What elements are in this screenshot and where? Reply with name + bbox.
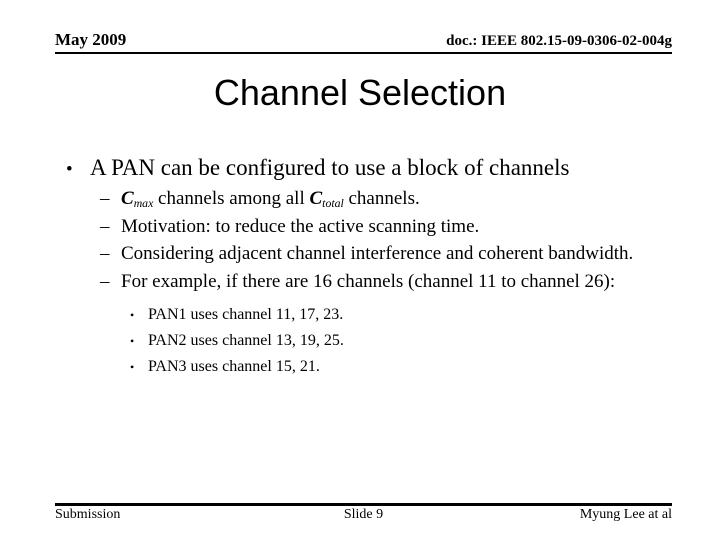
dash-marker: –: [100, 188, 110, 209]
example-item: • PAN1 uses channel 11, 17, 23.: [130, 306, 343, 324]
bullet-text: A PAN can be configured to use a block o…: [90, 155, 570, 180]
page-title: Channel Selection: [213, 72, 507, 113]
header-date: May 2009: [55, 30, 127, 49]
dash-item: – For example, if there are 16 channels …: [100, 271, 615, 293]
footer-author: Myung Lee at al: [579, 507, 672, 522]
dash-text: For example, if there are 16 channels (c…: [121, 271, 616, 292]
dash-marker: –: [100, 271, 110, 292]
dash-text: Motivation: to reduce the active scannin…: [121, 216, 480, 237]
sub-bullet-marker: •: [130, 334, 135, 348]
bullet-level1: • A PAN can be configured to use a block…: [66, 155, 569, 181]
example-item: • PAN3 uses channel 15, 21.: [130, 358, 320, 376]
footer-submission: Submission: [55, 507, 121, 522]
example-item: • PAN2 uses channel 13, 19, 25.: [130, 332, 344, 350]
example-text: PAN2 uses channel 13, 19, 25.: [148, 332, 344, 349]
dash-text-formula: Cmax channels among all Ctotal channels.: [121, 188, 420, 210]
footer-rule: [55, 503, 672, 506]
footer-slide-number: Slide 9: [343, 507, 384, 522]
subscript-total: total: [322, 196, 344, 210]
bullet-marker: •: [66, 159, 73, 180]
sub-bullet-marker: •: [130, 360, 135, 374]
dash-marker: –: [100, 243, 110, 264]
formula-end-text: channels.: [343, 188, 420, 209]
subscript-max: max: [133, 196, 154, 210]
example-text: PAN1 uses channel 11, 17, 23.: [148, 306, 344, 323]
header-doc-number: doc.: IEEE 802.15-09-0306-02-004g: [446, 33, 672, 49]
dash-item: – Considering adjacent channel interfere…: [100, 243, 633, 265]
slide-header: May 2009 doc.: IEEE 802.15-09-0306-02-00…: [55, 30, 672, 54]
example-text: PAN3 uses channel 15, 21.: [148, 358, 320, 375]
dash-item: – Motivation: to reduce the active scann…: [100, 216, 479, 238]
dash-marker: –: [100, 216, 110, 237]
dash-text: Considering adjacent channel interferenc…: [121, 243, 634, 264]
sub-bullet-marker: •: [130, 308, 135, 322]
dash-item-formula: – Cmax channels among all Ctotal channel…: [100, 188, 420, 210]
formula-mid-text: channels among all: [153, 188, 310, 209]
var-c-max: C: [121, 188, 134, 209]
var-c-total: C: [309, 188, 323, 209]
